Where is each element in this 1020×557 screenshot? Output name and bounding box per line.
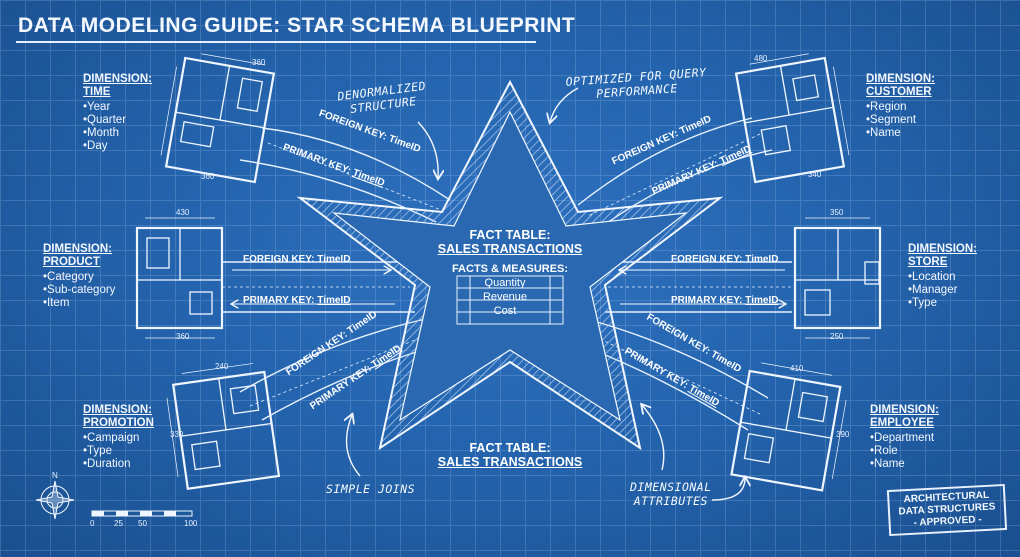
attribute-item: Name xyxy=(870,458,939,471)
compass-north-label: N xyxy=(52,471,58,480)
room-customer-plan xyxy=(734,53,850,184)
attribute-item: Type xyxy=(83,445,154,458)
key-label-product-foreign: FOREIGN KEY: TimeID xyxy=(243,254,351,265)
dimension-customer: DIMENSION: CUSTOMER RegionSegmentName xyxy=(866,73,935,140)
dimension-label: DIMENSION: xyxy=(908,243,977,255)
arrow-denormalized xyxy=(417,121,438,178)
scale-label: 0 xyxy=(90,519,95,528)
attribute-item: Manager xyxy=(908,284,977,297)
facts-header: FACTS & MEASURES: xyxy=(451,263,569,275)
plan-dimension-label: 430 xyxy=(176,208,190,217)
note-simple-joins: SIMPLE JOINS xyxy=(326,482,416,496)
attribute-item: Item xyxy=(43,297,115,310)
attribute-item: Segment xyxy=(866,114,935,127)
dimension-name: STORE xyxy=(908,256,948,268)
dimension-label: DIMENSION: xyxy=(83,404,152,416)
key-label-store-foreign: FOREIGN KEY: TimeID xyxy=(671,254,779,265)
scale-label: 50 xyxy=(138,519,147,528)
fact-table-name: SALES TRANSACTIONS xyxy=(437,242,583,256)
scale-label: 100 xyxy=(184,519,198,528)
room-time-plan xyxy=(160,53,276,184)
attribute-item: Duration xyxy=(83,458,154,471)
plan-dimension-label: 410 xyxy=(790,364,804,373)
dimension-name: PROMOTION xyxy=(83,417,154,429)
dimension-employee: DIMENSION: EMPLOYEE DepartmentRoleName xyxy=(870,404,939,471)
dimension-promotion: DIMENSION: PROMOTION CampaignTypeDuratio… xyxy=(83,404,154,471)
plan-dimension-label: 250 xyxy=(830,332,844,341)
key-arrows xyxy=(232,270,785,304)
scale-label: 25 xyxy=(114,519,123,528)
dimension-name: CUSTOMER xyxy=(866,86,932,98)
fact-table-label-top: FACT TABLE: SALES TRANSACTIONS xyxy=(435,228,585,256)
attribute-item: Type xyxy=(908,297,977,310)
dimension-label: DIMENSION: xyxy=(866,73,935,85)
fact-table-label: FACT TABLE: xyxy=(469,441,551,455)
dimension-name: EMPLOYEE xyxy=(870,417,934,429)
arrow-optimized xyxy=(550,87,579,122)
dimension-time: DIMENSION: TIME YearQuarterMonthDay xyxy=(83,73,152,153)
plan-dimension-label: 480 xyxy=(754,54,768,63)
measure-item: Cost xyxy=(493,305,517,317)
attribute-item: Category xyxy=(43,271,115,284)
attribute-item: Year xyxy=(83,101,152,114)
dimension-label: DIMENSION: xyxy=(870,404,939,416)
plan-dimension-label: 360 xyxy=(176,332,190,341)
arrow-dimensional-2 xyxy=(711,478,745,501)
plan-dimension-label: 340 xyxy=(808,170,822,179)
room-employee-plan xyxy=(730,362,847,492)
key-label-store-primary: PRIMARY KEY: TimeID xyxy=(671,295,779,306)
plan-dimension-label: 360 xyxy=(201,172,215,181)
fact-table-name: SALES TRANSACTIONS xyxy=(437,455,583,469)
dimension-product: DIMENSION: PRODUCT CategorySub-categoryI… xyxy=(43,243,115,310)
fact-table-label-bottom: FACT TABLE: SALES TRANSACTIONS xyxy=(435,441,585,469)
attribute-item: Quarter xyxy=(83,114,152,127)
fact-star-inner xyxy=(331,110,689,422)
attribute-item: Name xyxy=(866,127,935,140)
corridor-product xyxy=(222,261,415,313)
room-promotion-plan xyxy=(166,363,281,490)
attribute-item: Day xyxy=(83,140,152,153)
room-store-plan xyxy=(793,217,882,339)
attribute-item: Location xyxy=(908,271,977,284)
plan-dimension-label: 360 xyxy=(252,58,266,67)
attribute-item: Department xyxy=(870,432,939,445)
plan-dimension-label: 240 xyxy=(215,362,229,371)
title-underline xyxy=(16,41,536,43)
room-product-plan xyxy=(135,217,224,339)
fact-table-label: FACT TABLE: xyxy=(469,228,551,242)
plan-dimension-label: 350 xyxy=(830,208,844,217)
attribute-item: Month xyxy=(83,127,152,140)
arrow-dimensional xyxy=(642,405,665,471)
measure-item: Revenue xyxy=(482,291,528,303)
plan-dimension-label: 330 xyxy=(170,430,184,439)
dimension-name: TIME xyxy=(83,86,111,98)
corridor-store xyxy=(605,261,792,313)
attribute-item: Sub-category xyxy=(43,284,115,297)
measure-item: Quantity xyxy=(484,277,526,289)
dimension-label: DIMENSION: xyxy=(83,73,152,85)
compass-icon xyxy=(35,480,75,520)
page-title: DATA MODELING GUIDE: STAR SCHEMA BLUEPRI… xyxy=(18,14,576,37)
attribute-item: Campaign xyxy=(83,432,154,445)
dimension-store: DIMENSION: STORE LocationManagerType xyxy=(908,243,977,310)
scale-bar xyxy=(91,510,193,517)
dimension-name: PRODUCT xyxy=(43,256,100,268)
plan-dimension-label: 390 xyxy=(836,430,850,439)
key-label-product-primary: PRIMARY KEY: TimeID xyxy=(243,295,351,306)
attribute-item: Region xyxy=(866,101,935,114)
measures-table xyxy=(456,275,564,325)
dimension-label: DIMENSION: xyxy=(43,243,112,255)
attribute-item: Role xyxy=(870,445,939,458)
arrow-simple-joins xyxy=(347,415,361,477)
